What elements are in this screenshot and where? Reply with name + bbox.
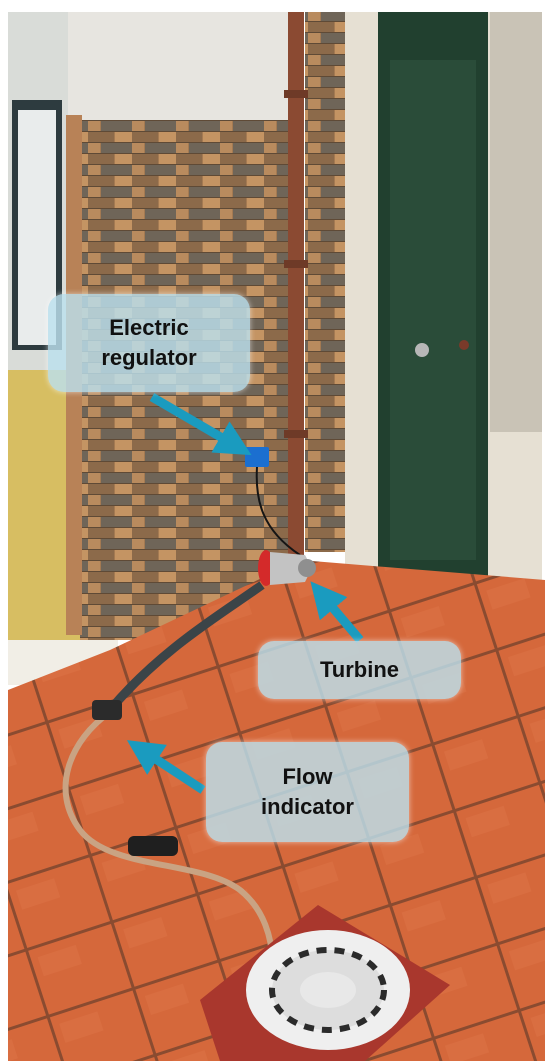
flow-indicator-label-line2: indicator [261, 794, 354, 819]
electric-regulator-label-line2: regulator [101, 345, 197, 370]
turbine-label-text: Turbine [319, 657, 400, 682]
electric-regulator-label-line1: Electric [109, 315, 189, 340]
flow-indicator-label-line1: Flow [282, 764, 333, 789]
flow-indicator-label: Flow indicator [206, 742, 409, 842]
electric-regulator-label: Electric regulator [48, 294, 250, 392]
turbine-label: Turbine [258, 641, 461, 699]
